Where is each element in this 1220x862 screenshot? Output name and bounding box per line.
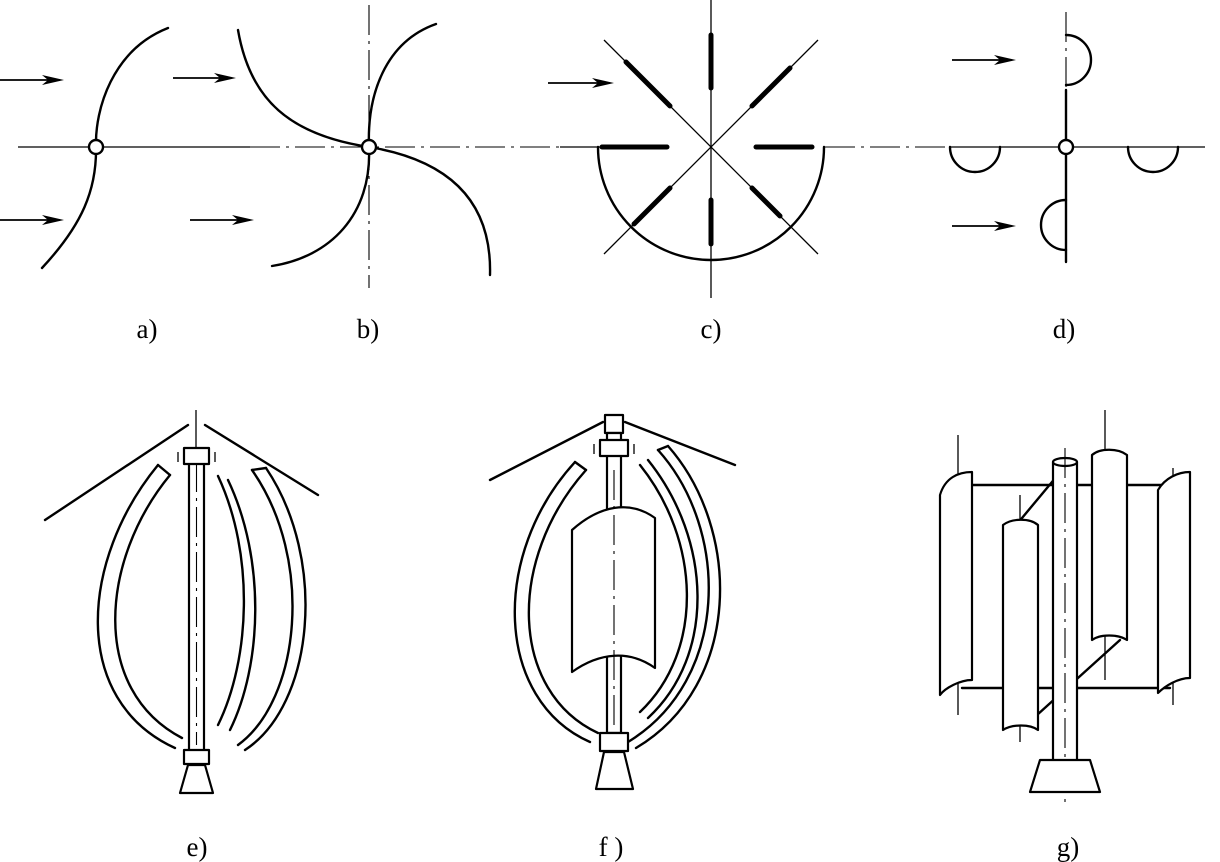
- label-g: g): [1057, 832, 1080, 862]
- hub: [87, 138, 105, 156]
- curved-blade: [114, 473, 184, 740]
- straight-blade: [1001, 518, 1040, 732]
- guy-wire: [43, 423, 190, 522]
- s-blade: [40, 26, 170, 270]
- half-cup: [948, 145, 1002, 174]
- base: [594, 750, 635, 791]
- rotor-a-diagram: [0, 26, 170, 270]
- wind-arrow: [190, 215, 254, 225]
- cross-arm: [1035, 638, 1122, 717]
- curved-blade: [236, 28, 371, 149]
- bottom-hub: [598, 731, 630, 753]
- curved-blade: [367, 145, 492, 277]
- top-hub: [598, 438, 630, 458]
- wind-arrow: [173, 73, 236, 83]
- wind-arrow: [952, 221, 1016, 231]
- curved-blade: [96, 463, 177, 750]
- curved-blade: [638, 463, 689, 714]
- straight-blade: [1156, 470, 1192, 695]
- wind-arrow: [0, 215, 64, 225]
- guy-wire: [623, 420, 737, 467]
- curved-blade: [236, 468, 294, 747]
- curved-blade: [626, 448, 710, 744]
- half-cup: [1064, 33, 1093, 87]
- wind-arrow: [952, 55, 1016, 65]
- wind-arrow: [0, 75, 64, 85]
- label-e: e): [187, 832, 208, 862]
- label-d: d): [1053, 314, 1076, 344]
- base: [1028, 758, 1102, 794]
- rotor-c-diagram: [548, 0, 826, 298]
- rotor-d-diagram: [948, 12, 1180, 264]
- straight-blade: [1090, 448, 1129, 642]
- curved-blade: [367, 22, 438, 149]
- rotor-b-diagram: [173, 5, 492, 288]
- curved-blade: [527, 468, 600, 735]
- curved-blade: [270, 145, 371, 268]
- hub: [360, 138, 378, 156]
- base: [178, 763, 215, 795]
- rotor-f-diagram: [488, 413, 737, 791]
- rotor-g-diagram: [938, 410, 1192, 805]
- bottom-hub: [182, 748, 211, 766]
- top-cap: [603, 413, 625, 435]
- half-cup: [1126, 145, 1180, 174]
- curved-blade: [216, 474, 246, 727]
- shroud-half-circle: [596, 145, 826, 262]
- curved-blade: [646, 458, 699, 720]
- curved-blade: [634, 444, 722, 750]
- guy-wire: [203, 423, 320, 497]
- rotor-e-diagram: [43, 410, 320, 795]
- top-hub: [182, 446, 211, 466]
- curved-blade: [243, 466, 307, 752]
- blades: [599, 32, 815, 247]
- label-c: c): [701, 314, 722, 344]
- half-cup: [1039, 198, 1068, 252]
- guy-wire: [488, 420, 605, 482]
- label-f: f ): [599, 832, 624, 862]
- curved-blade: [226, 478, 257, 732]
- curved-blade: [513, 460, 592, 744]
- straight-blade: [938, 470, 974, 697]
- wind-arrow: [548, 78, 614, 88]
- hub: [1057, 138, 1075, 156]
- label-a: a): [137, 314, 158, 344]
- label-b: b): [357, 314, 380, 344]
